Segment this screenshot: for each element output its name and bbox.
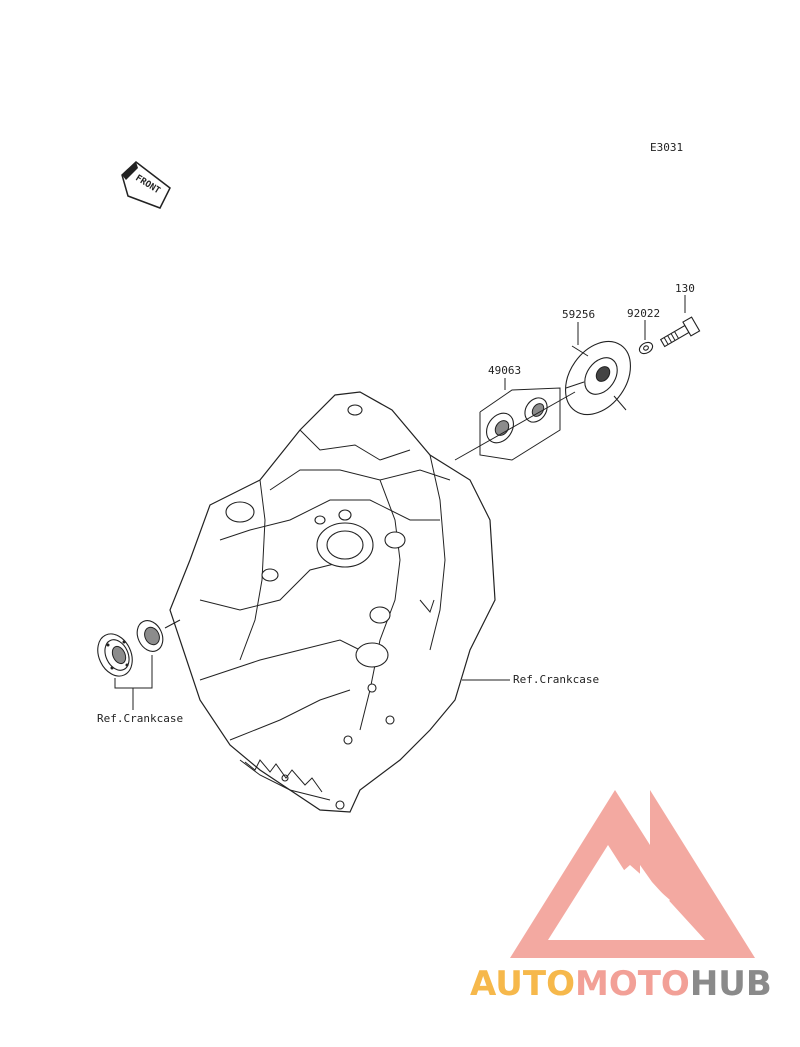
left-seal [136,620,164,652]
ref-crankcase-right[interactable]: Ref.Crankcase [513,673,599,686]
watermark-hub: HUB [690,964,772,1004]
ref-crankcase-left[interactable]: Ref.Crankcase [97,712,183,725]
left-bearing [97,633,133,677]
part-130-bolt[interactable] [659,295,701,350]
watermark-moto: MOTO [575,964,690,1004]
watermark-auto: AUTO [470,964,575,1004]
part-number-49063[interactable]: 49063 [488,364,521,377]
part-number-92022[interactable]: 92022 [627,307,660,320]
part-49063-seal-kit[interactable] [479,378,561,461]
diagram-code: E3031 [650,141,683,154]
front-arrow-icon: FRONT [121,161,171,209]
automotohub-logo-icon [510,790,755,958]
crankcase-drawing [169,391,496,813]
part-92022-washer[interactable] [637,320,654,356]
part-59256-impeller[interactable] [552,322,644,427]
watermark-text: AUTOMOTOHUB [470,964,772,1004]
part-number-130[interactable]: 130 [675,282,695,295]
part-number-59256[interactable]: 59256 [562,308,595,321]
